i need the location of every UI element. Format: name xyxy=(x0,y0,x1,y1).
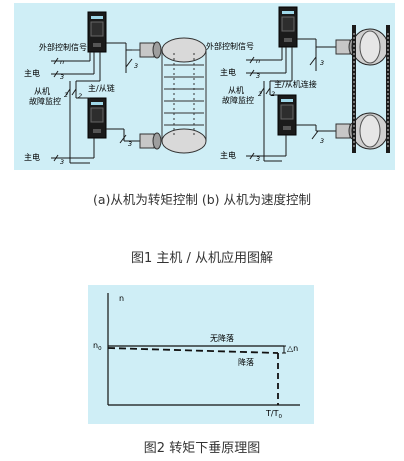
wire-count-label: 2 xyxy=(258,90,262,98)
main-power-label: 主电 xyxy=(220,150,236,160)
motor-icon xyxy=(132,41,162,59)
master-drive-icon xyxy=(87,11,107,53)
external-signal-label: 外部控制信号 xyxy=(206,41,254,51)
slave-label: 从机 xyxy=(228,85,244,95)
wire-count-label: 3 xyxy=(320,59,324,67)
figure2-chart: n n0 无降落 降落 △n T/T0 xyxy=(93,293,300,420)
figure2-panel: n n0 无降落 降落 △n T/T0 xyxy=(88,285,314,424)
slave-label: 从机 xyxy=(34,86,50,96)
slave-drive-icon xyxy=(277,94,297,136)
wire-count-label: 3 xyxy=(60,73,64,81)
main-power-label: 主电 xyxy=(220,67,236,77)
wire-count-label: 3 xyxy=(256,72,260,80)
roller-icon xyxy=(351,25,390,153)
fault-monitor-label: 故障监控 xyxy=(222,95,254,105)
master-slave-chain-label: 主/从链 xyxy=(88,83,115,93)
wire-count-label: 2 xyxy=(64,91,68,99)
wire-count-label: n xyxy=(256,57,260,65)
n0-tick-label: n0 xyxy=(93,341,102,352)
figure1b-group xyxy=(246,6,336,162)
external-signal-label: 外部控制信号 xyxy=(39,42,87,52)
wire-count-label: n xyxy=(60,58,64,66)
wire-count-label: 2 xyxy=(78,92,82,100)
figure1-panel: 外部控制信号 主电 从机 故障监控 主电 主/从链 n 3 2 2 3 3 3 xyxy=(14,3,395,170)
wire-count-label: 2 xyxy=(271,90,275,98)
wire-count-label: 3 xyxy=(128,140,132,148)
wire-count-label: 3 xyxy=(320,137,324,145)
master-slave-connect-label: 主/从机连接 xyxy=(274,79,317,89)
figure1-subcaption: (a)从机为转矩控制 (b) 从机为速度控制 xyxy=(92,192,312,207)
wire-count-label: 3 xyxy=(60,158,64,166)
figure1a-group xyxy=(51,11,140,164)
delta-n-label: △n xyxy=(287,344,298,353)
figure1-diagram: 外部控制信号 主电 从机 故障监控 主电 主/从链 n 3 2 2 3 3 3 xyxy=(24,6,390,166)
x-axis-label: T/T0 xyxy=(265,409,282,420)
wire-count-label: 3 xyxy=(256,155,260,163)
chain-conveyor-icon xyxy=(161,37,207,154)
slave-drive-icon xyxy=(87,97,107,139)
wire-count-label: 3 xyxy=(134,62,138,70)
main-power-label: 主电 xyxy=(24,152,40,162)
figure1-caption: 图1 主机 / 从机应用图解 xyxy=(130,251,274,266)
motor-icon xyxy=(139,132,162,150)
master-drive-icon xyxy=(278,6,298,48)
y-axis-label: n xyxy=(119,294,124,303)
main-power-label: 主电 xyxy=(24,68,40,78)
fault-monitor-label: 故障监控 xyxy=(29,96,61,106)
figure2-caption: 图2 转矩下垂原理图 xyxy=(143,441,261,456)
no-droop-label: 无降落 xyxy=(210,333,234,343)
droop-line xyxy=(107,347,279,354)
droop-label: 降落 xyxy=(238,357,254,367)
